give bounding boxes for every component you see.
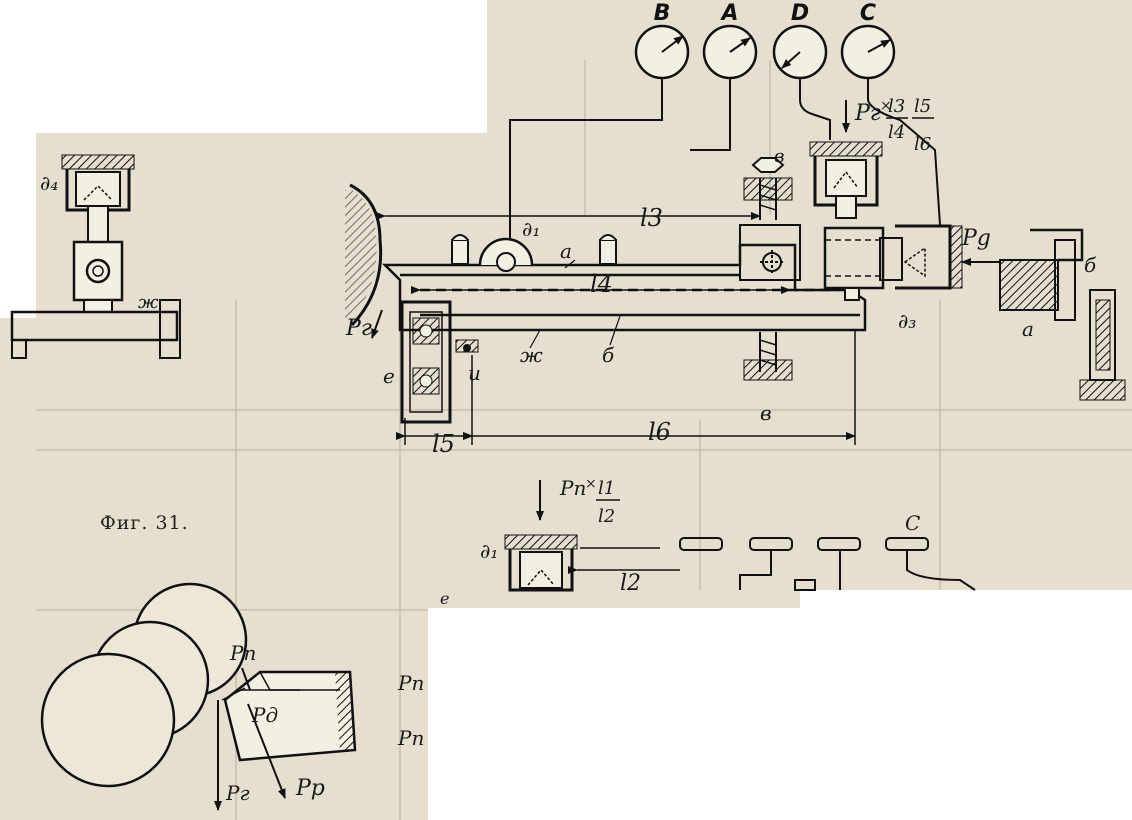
- background-table: [36, 60, 1132, 820]
- formula-bottom-d: l2: [598, 506, 615, 527]
- screw-v-bottom: в: [743, 332, 793, 425]
- left-inset: ∂₄ ж: [10, 154, 181, 359]
- lower-l2: l2: [620, 571, 641, 596]
- gauge-c-label: C: [860, 1, 876, 26]
- left-inset-zh: ж: [138, 292, 159, 313]
- label-pr: Pг: [345, 316, 372, 341]
- label-l4: l4: [590, 270, 613, 298]
- formula-bottom-x: ×: [585, 476, 597, 492]
- label-v-top: в: [774, 146, 784, 167]
- margin-pn-2: Pп: [397, 726, 424, 750]
- label-i: u: [468, 361, 481, 385]
- right-inset: a б: [999, 228, 1126, 401]
- right-inset-a: a: [1022, 317, 1034, 341]
- lower-d1: ∂₁: [480, 539, 498, 563]
- force-pn: Pп: [229, 641, 256, 665]
- gauge-b-label: B: [654, 1, 671, 26]
- margin-pn-1: Pп: [397, 671, 424, 695]
- formula-top-n1: l3: [888, 96, 905, 117]
- force-pp: Pр: [295, 776, 325, 801]
- label-l5: l5: [432, 430, 455, 458]
- right-inset-b: б: [1084, 253, 1097, 277]
- gauge-b: B: [634, 1, 690, 80]
- lever-block: [739, 224, 801, 281]
- roller-cage-e: e u: [383, 300, 481, 424]
- force-pr: Pг: [225, 781, 250, 805]
- lower-plungers: C: [679, 511, 976, 591]
- cutting-diagram: Pп Pд Pг Pр: [40, 582, 357, 811]
- label-e: e: [383, 364, 395, 388]
- label-pg: Pg: [961, 226, 991, 251]
- left-inset-d4: ∂₄: [40, 171, 58, 195]
- lower-cylinder: ∂₁ l2: [480, 534, 680, 596]
- workpiece-surface: [345, 183, 383, 327]
- formula-top-p: Pг: [854, 101, 881, 126]
- formula-bottom-p: Pп: [559, 476, 586, 500]
- cylinder-d3: ∂₃: [823, 224, 963, 333]
- top-cylinder: [809, 141, 883, 219]
- lever-screws: [451, 234, 617, 265]
- force-pd: Pд: [251, 703, 278, 727]
- paper-patch-mid-bottom: [428, 590, 800, 608]
- gauge-c: C: [840, 1, 896, 80]
- figure-caption: Фиг. 31.: [100, 512, 189, 534]
- label-d3: ∂₃: [898, 309, 916, 333]
- pivot-d1: ∂₁: [478, 217, 540, 272]
- formula-top-d2: l6: [914, 134, 931, 155]
- gauge-d-label: D: [791, 1, 809, 26]
- lower-c: C: [905, 511, 920, 535]
- force-pr-arrow: [371, 309, 383, 339]
- gauge-d: D: [772, 1, 828, 80]
- dim-l5-l6: [396, 330, 856, 445]
- gauge-a-label: A: [719, 1, 738, 26]
- formula-top-d1: l4: [888, 122, 905, 143]
- label-a: a: [560, 239, 572, 263]
- label-l6: l6: [648, 418, 671, 446]
- formula-bottom: Pп × l1 l2: [536, 476, 620, 527]
- formula-top: Pг × l3 l4 l5 l6: [842, 96, 934, 155]
- formula-top-n2: l5: [914, 96, 931, 117]
- gauge-a: A: [702, 1, 758, 80]
- formula-bottom-n: l1: [598, 478, 615, 499]
- formula-top-x: ×: [880, 98, 892, 114]
- gauge-pipes: [509, 78, 941, 240]
- label-zh: ж: [520, 343, 543, 367]
- label-v-bottom: в: [760, 401, 772, 425]
- label-b: б: [602, 343, 615, 367]
- label-d1: ∂₁: [522, 217, 540, 241]
- screw-v-top: в: [743, 146, 793, 220]
- label-l3: l3: [640, 204, 663, 232]
- lower-e: e: [440, 589, 449, 608]
